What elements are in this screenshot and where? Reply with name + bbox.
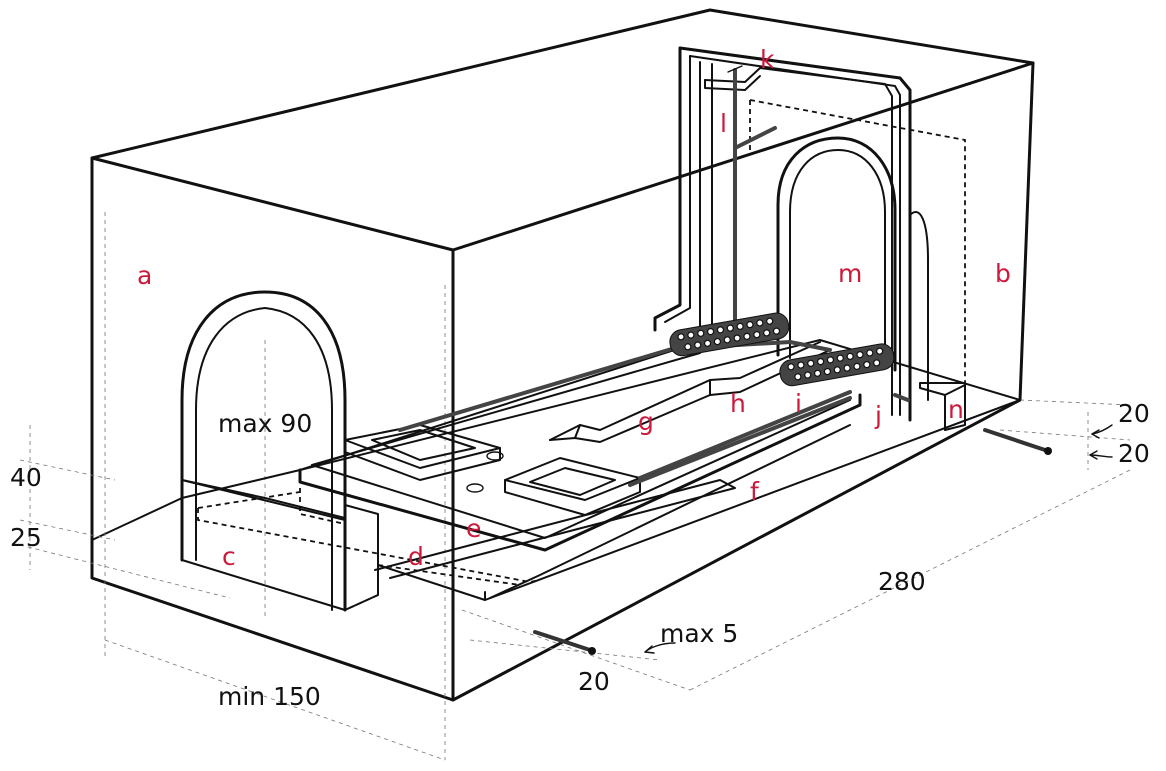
rear-door-frame (653, 46, 966, 431)
dim-rear-rod-lower: 20 (1118, 439, 1150, 468)
label-g: g (638, 407, 654, 436)
coil-turns-lower (787, 347, 884, 381)
label-j: j (874, 401, 882, 430)
label-h: h (730, 389, 746, 418)
dimension-labels: max 90 40 25 min 150 280 max 5 20 20 20 (10, 399, 1150, 711)
spring-coil-upper (669, 312, 790, 357)
floor-plate (181, 339, 1021, 601)
dim-width: min 150 (218, 682, 321, 711)
label-d: d (408, 542, 424, 571)
label-f: f (750, 477, 760, 506)
dim-step-40: 40 (10, 463, 42, 492)
right-edges (451, 61, 1035, 702)
label-a: a (137, 261, 152, 290)
dim-rear-rod-upper: 20 (1118, 399, 1150, 428)
dim-gap: max 5 (660, 619, 738, 648)
label-c: c (222, 542, 236, 571)
dim-front-rod: 20 (578, 667, 610, 696)
kill-bar (549, 341, 831, 443)
label-b: b (995, 259, 1011, 288)
floor-front-edge (91, 497, 183, 541)
label-e: e (466, 514, 481, 543)
front-entrance-arch (180, 290, 379, 612)
label-k: k (760, 45, 775, 74)
trigger-rod (727, 65, 777, 342)
dimension-lines (19, 212, 1131, 761)
protruding-rods (533, 424, 1113, 655)
label-l: l (720, 109, 727, 138)
part-labels: a b c d e f g h i j k l m n (137, 45, 1011, 571)
coil-turns-upper (677, 317, 781, 351)
dim-entrance-height: max 90 (218, 409, 312, 438)
dim-step-25: 25 (10, 523, 42, 552)
trap-frame (298, 344, 862, 599)
label-n: n (948, 395, 964, 424)
spring-coil-lower (779, 343, 895, 387)
top-edges (90, 8, 1035, 252)
label-i: i (795, 389, 802, 418)
label-m: m (838, 259, 862, 288)
dim-length: 280 (878, 567, 926, 596)
